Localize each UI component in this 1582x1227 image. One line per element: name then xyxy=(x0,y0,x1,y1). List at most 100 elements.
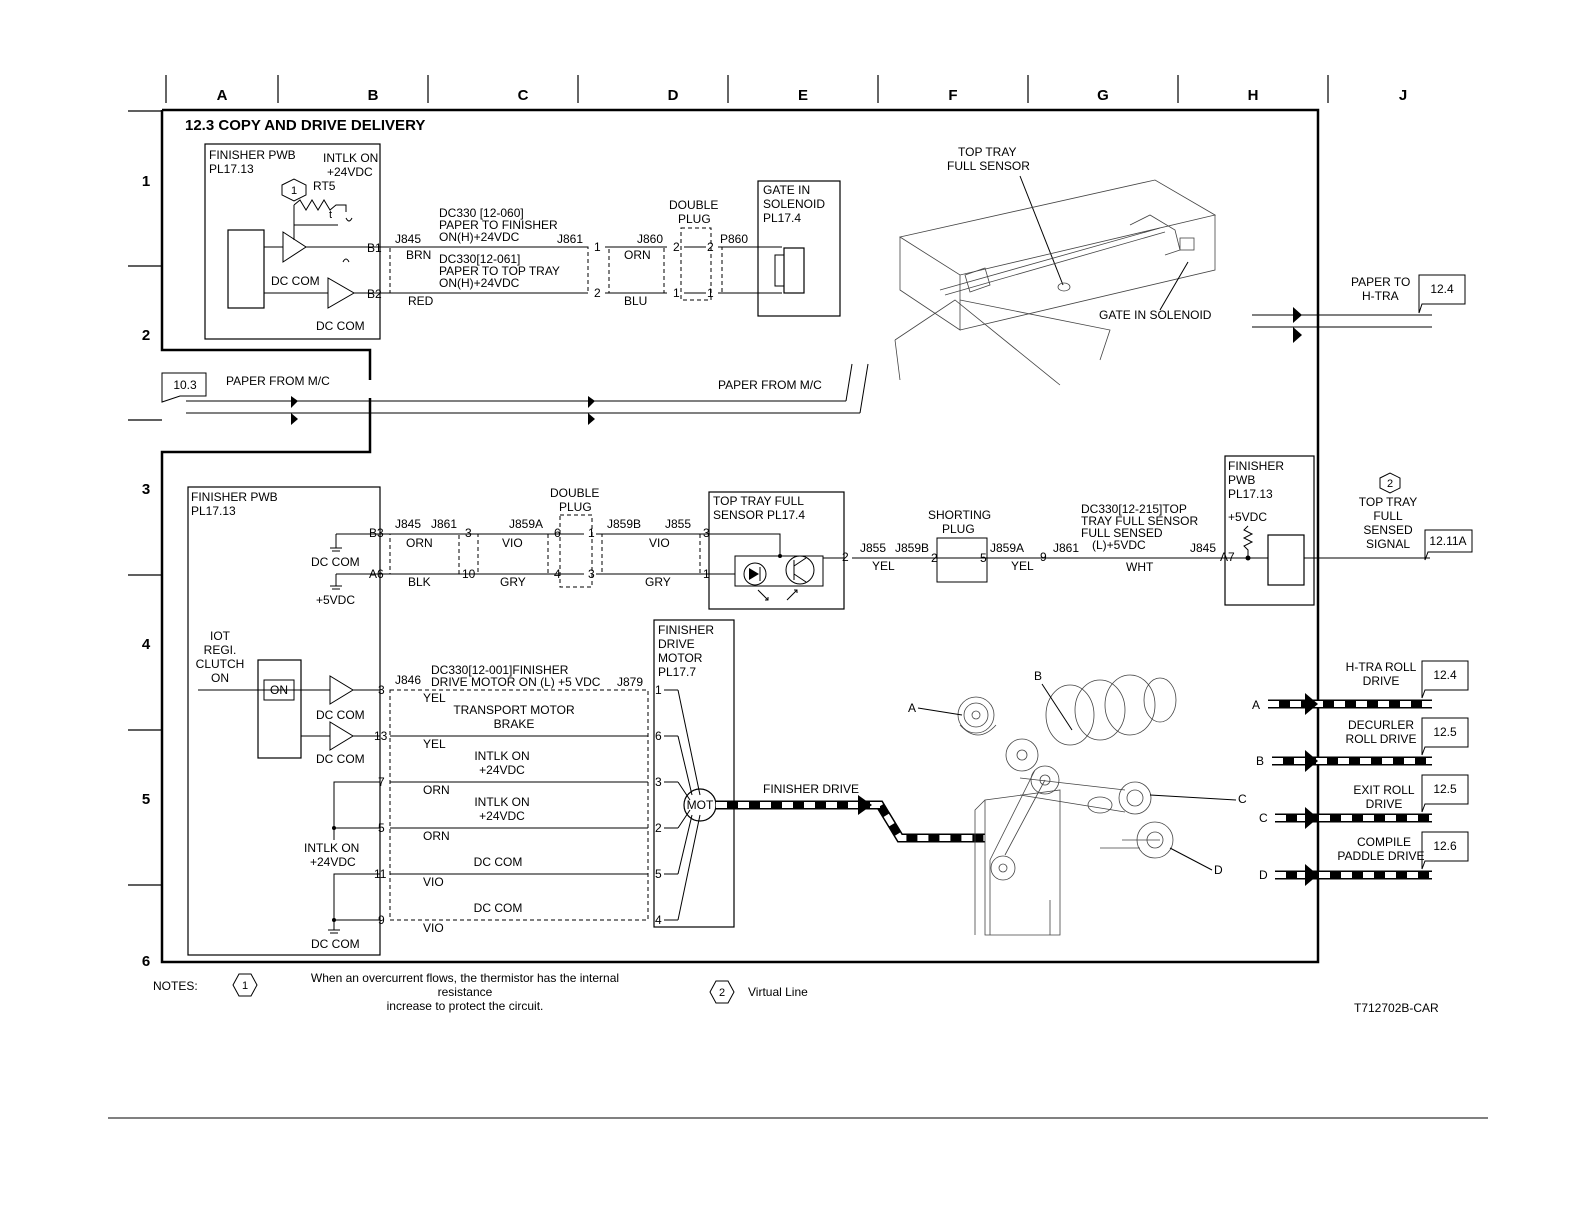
svg-text:PL17.7: PL17.7 xyxy=(658,665,696,679)
svg-text:J845: J845 xyxy=(395,232,421,246)
svg-text:TOP TRAY FULL: TOP TRAY FULL xyxy=(713,494,804,508)
row-header: 1 2 3 4 5 6 xyxy=(128,110,162,970)
svg-text:H-TRA ROLL: H-TRA ROLL xyxy=(1346,660,1417,674)
svg-text:increase to protect the circui: increase to protect the circuit. xyxy=(387,999,544,1013)
svg-text:resistance: resistance xyxy=(438,985,493,999)
svg-text:VIO: VIO xyxy=(423,921,444,935)
gate-solenoid-box: GATE IN SOLENOID PL17.4 xyxy=(757,180,841,317)
svg-text:DOUBLE: DOUBLE xyxy=(669,198,718,212)
column-header: A B C D E F G H J xyxy=(165,75,1407,104)
svg-text:D: D xyxy=(1259,868,1268,882)
svg-text:PAPER TO TOP TRAY: PAPER TO TOP TRAY xyxy=(439,264,560,278)
svg-text:A: A xyxy=(1252,698,1260,712)
col-j: J xyxy=(1399,87,1407,104)
svg-text:PAPER TO FINISHER: PAPER TO FINISHER xyxy=(439,218,558,232)
svg-text:REGI.: REGI. xyxy=(204,643,237,657)
svg-text:12.4: 12.4 xyxy=(1430,282,1454,296)
svg-text:BRN: BRN xyxy=(406,248,431,262)
svg-text:GATE IN SOLENOID: GATE IN SOLENOID xyxy=(1099,308,1212,322)
svg-text:B1: B1 xyxy=(367,241,382,255)
svg-text:+24VDC: +24VDC xyxy=(327,165,373,179)
svg-text:INTLK ON: INTLK ON xyxy=(304,841,359,855)
svg-text:BLK: BLK xyxy=(408,575,431,589)
col-d: D xyxy=(668,87,679,104)
sensor-harness: B3 A6 DC COM +5VDC J845 J861 ORN BLK 3 1… xyxy=(311,486,712,607)
note-2-marker xyxy=(1379,472,1401,494)
svg-text:FINISHER: FINISHER xyxy=(658,623,714,637)
svg-text:J855: J855 xyxy=(665,517,691,531)
svg-text:VIO: VIO xyxy=(423,875,444,889)
svg-text:J859A: J859A xyxy=(509,517,543,531)
svg-text:5: 5 xyxy=(378,821,385,835)
svg-text:NOTES:: NOTES: xyxy=(153,979,198,993)
top-tray-illustration: TOP TRAY FULL SENSOR GATE IN SOLENOID xyxy=(894,145,1217,386)
svg-text:2: 2 xyxy=(594,286,601,300)
svg-text:INTLK ON: INTLK ON xyxy=(474,749,529,763)
svg-text:B3: B3 xyxy=(369,526,384,540)
finisher-pwb-right: FINISHER PWB PL17.13 +5VDC 2 TOP TRAY FU… xyxy=(1224,455,1473,606)
svg-text:VIO: VIO xyxy=(649,536,670,550)
svg-text:SOLENOID: SOLENOID xyxy=(763,197,825,211)
svg-text:PL17.4: PL17.4 xyxy=(763,211,801,225)
svg-text:RT5: RT5 xyxy=(313,179,336,193)
svg-text:A7: A7 xyxy=(1220,550,1235,564)
upper-harness: B1 B2 J845 BRN RED DC330 [12-060] PAPER … xyxy=(367,198,782,308)
svg-text:2: 2 xyxy=(719,987,725,999)
note-1-marker xyxy=(281,178,307,202)
svg-text:9: 9 xyxy=(378,913,385,927)
svg-text:MOT: MOT xyxy=(687,798,714,812)
svg-text:FINISHER PWB: FINISHER PWB xyxy=(209,148,296,162)
svg-text:4: 4 xyxy=(655,913,662,927)
svg-text:11: 11 xyxy=(374,867,387,881)
row-6: 6 xyxy=(142,953,150,970)
svg-text:5: 5 xyxy=(655,867,662,881)
svg-text:PAPER FROM M/C: PAPER FROM M/C xyxy=(718,378,822,392)
svg-text:ORN: ORN xyxy=(423,829,450,843)
svg-text:DC330[12-061]: DC330[12-061] xyxy=(439,252,520,266)
svg-text:DOUBLE: DOUBLE xyxy=(550,486,599,500)
finisher-drive-motor: FINISHER DRIVE MOTOR PL17.7 MOT xyxy=(653,619,735,928)
svg-text:ON: ON xyxy=(270,683,288,697)
svg-text:D: D xyxy=(1214,863,1223,877)
svg-text:CLUTCH: CLUTCH xyxy=(196,657,245,671)
svg-text:COMPILE: COMPILE xyxy=(1357,835,1411,849)
svg-text:J861: J861 xyxy=(431,517,457,531)
col-f: F xyxy=(948,87,957,104)
svg-text:(L)+5VDC: (L)+5VDC xyxy=(1092,538,1146,552)
outer-border xyxy=(160,108,1320,964)
svg-text:12.5: 12.5 xyxy=(1433,782,1457,796)
svg-text:PAPER TO: PAPER TO xyxy=(1351,275,1410,289)
svg-text:MOTOR: MOTOR xyxy=(658,651,703,665)
paper-to-htra: PAPER TO H-TRA 12.4 xyxy=(1252,274,1466,343)
svg-text:PL17.13: PL17.13 xyxy=(1228,487,1273,501)
ref-box-10-3 xyxy=(161,372,207,403)
svg-text:B: B xyxy=(1256,754,1264,768)
svg-text:6: 6 xyxy=(554,526,561,540)
svg-text:C: C xyxy=(1238,792,1247,806)
svg-text:1: 1 xyxy=(707,286,714,300)
svg-text:YEL: YEL xyxy=(1011,559,1034,573)
svg-text:3: 3 xyxy=(703,526,710,540)
svg-text:When an overcurrent flows, the: When an overcurrent flows, the thermisto… xyxy=(311,971,619,985)
col-e: E xyxy=(798,87,808,104)
svg-text:J845: J845 xyxy=(395,517,421,531)
svg-text:ROLL DRIVE: ROLL DRIVE xyxy=(1346,732,1417,746)
svg-text:DRIVE: DRIVE xyxy=(1366,797,1403,811)
svg-text:A: A xyxy=(908,701,916,715)
svg-text:BRAKE: BRAKE xyxy=(494,717,535,731)
svg-text:B2: B2 xyxy=(367,287,382,301)
svg-text:TRANSPORT MOTOR: TRANSPORT MOTOR xyxy=(453,703,575,717)
svg-text:2: 2 xyxy=(673,240,680,254)
paper-path: 10.3 PAPER FROM M/C PAPER FROM M/C xyxy=(161,363,869,425)
col-c: C xyxy=(518,87,529,104)
svg-text:2: 2 xyxy=(707,240,714,254)
svg-text:1: 1 xyxy=(291,185,297,197)
svg-text:J859A: J859A xyxy=(990,541,1024,555)
svg-text:DC COM: DC COM xyxy=(316,752,365,766)
svg-text:1: 1 xyxy=(242,980,248,992)
svg-text:+5VDC: +5VDC xyxy=(1228,510,1267,524)
svg-text:1: 1 xyxy=(655,683,662,697)
svg-text:YEL: YEL xyxy=(423,691,446,705)
svg-text:YEL: YEL xyxy=(423,737,446,751)
